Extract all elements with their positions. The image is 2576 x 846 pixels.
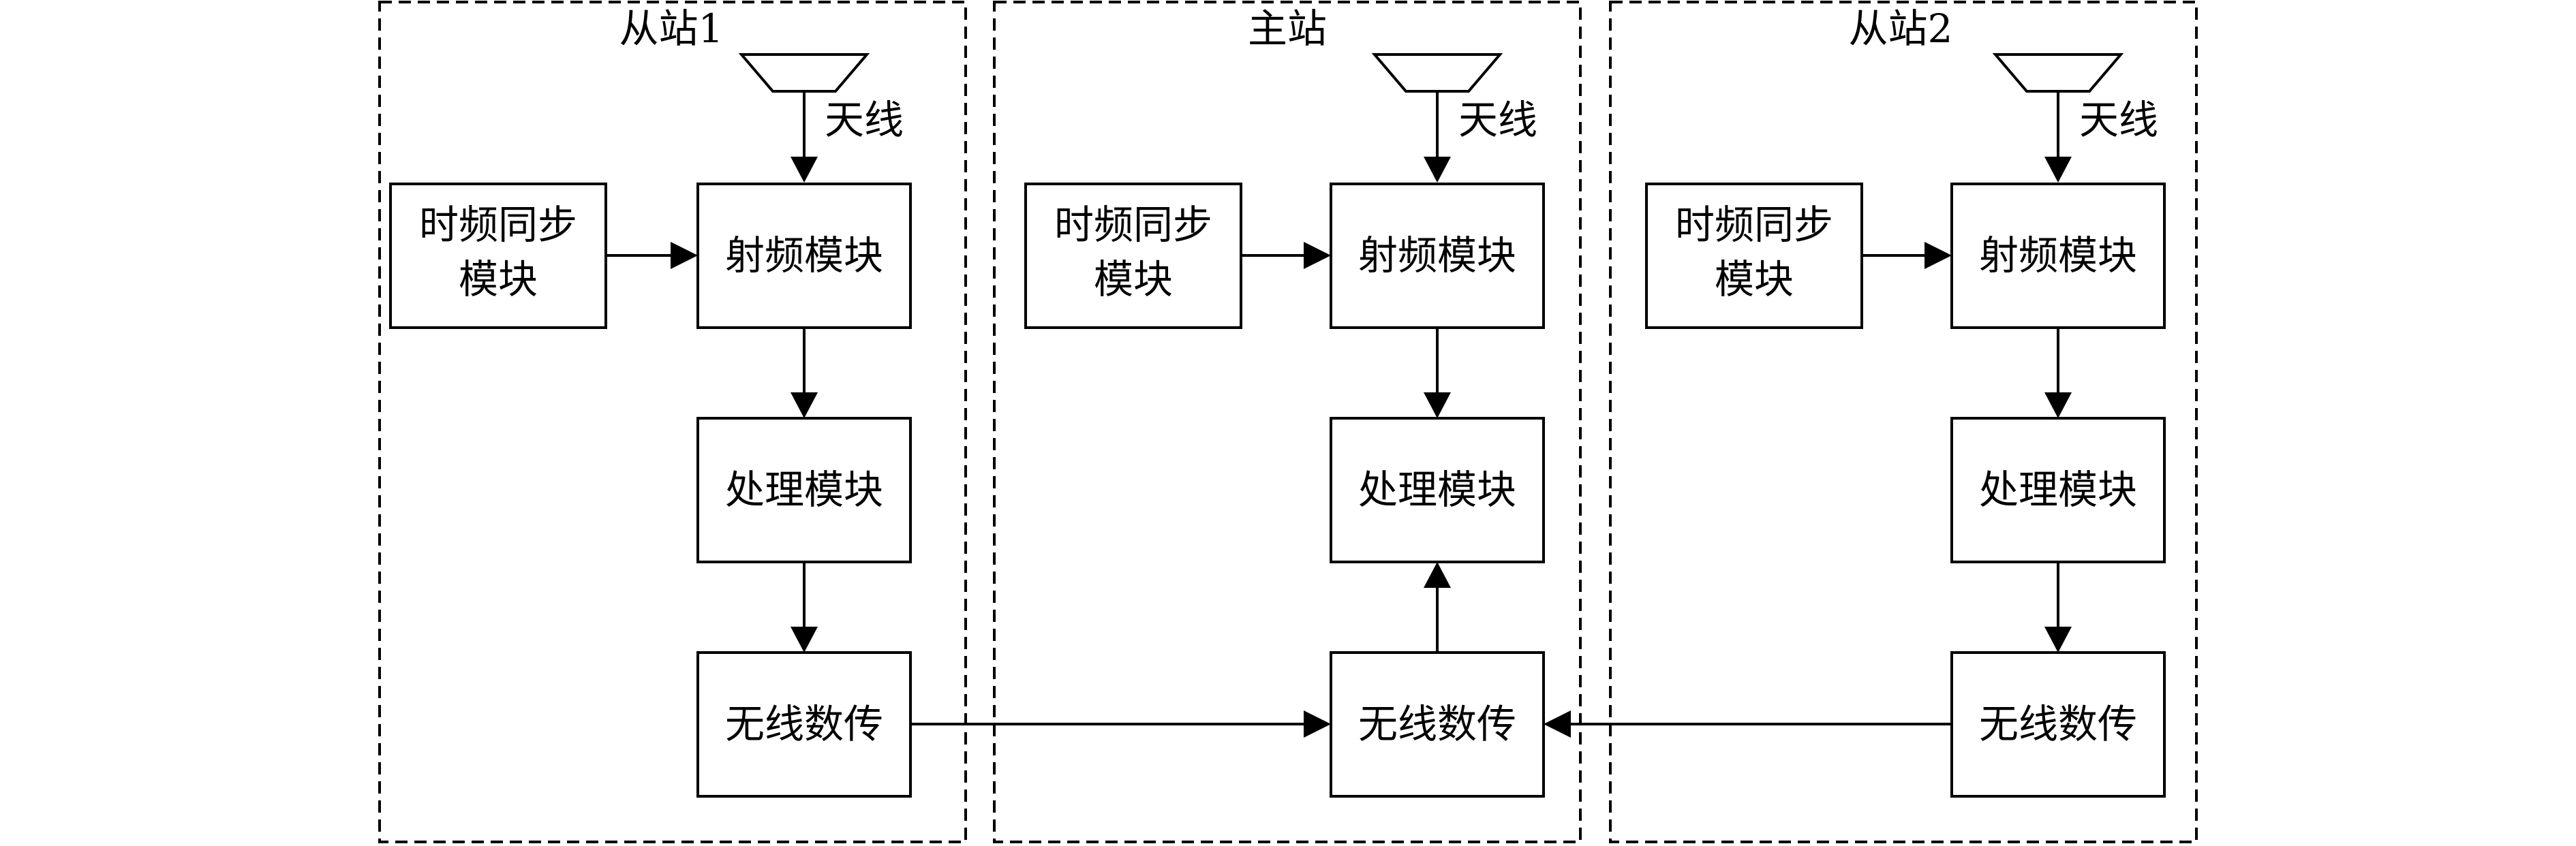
slave-station-1-sync-module-line2: 模块 <box>459 256 538 302</box>
master-station-sync-to-rf-arrowhead <box>1304 242 1331 269</box>
slave-station-2: 时频同步 模块 射频模块 处理模块 无线数传 <box>1645 183 2166 798</box>
slave-station-2-sync-module-line2: 模块 <box>1715 256 1794 302</box>
slave-station-1-wireless-module-label: 无线数传 <box>725 701 883 747</box>
master-station-rf-module-label: 射频模块 <box>1358 232 1516 279</box>
slave-station-2-frame <box>1609 1 2198 843</box>
slave-station-1: 时频同步 模块 射频模块 处理模块 无线数传 <box>389 183 912 798</box>
slave-station-2-rf-module-label: 射频模块 <box>1979 232 2137 279</box>
slave-station-2-title: 从站2 <box>1849 5 1953 52</box>
slave-station-2-wireless-module <box>1950 651 2166 798</box>
master-station-rf-module <box>1330 183 1545 329</box>
slave-2-to-master-wireless-arrowhead <box>1544 710 1571 738</box>
slave-station-1-antenna-arrowhead <box>791 157 818 183</box>
slave-station-2-processing-module <box>1950 417 2166 563</box>
slave-station-2-processing-module-label: 处理模块 <box>1979 467 2137 513</box>
master-station-title: 主站 <box>1248 5 1327 52</box>
master-station-wireless-to-processing-arrowhead <box>1424 562 1451 588</box>
slave-station-1-sync-module <box>389 183 607 329</box>
master-station-processing-module-label: 处理模块 <box>1358 467 1516 513</box>
slave-station-1-sync-module-line1: 时频同步 <box>419 202 577 248</box>
slave-station-2-rf-to-processing-arrowhead <box>2044 392 2072 418</box>
master-station-sync-module-line2: 模块 <box>1094 256 1173 302</box>
slave-station-1-processing-to-wireless-arrowhead <box>791 627 818 653</box>
slave-station-1-sync-to-rf-arrowhead <box>671 242 698 269</box>
master-station-sync-module-line1: 时频同步 <box>1054 202 1212 248</box>
slave-station-1-rf-to-processing-arrowhead <box>791 392 818 418</box>
master-station-antenna-arrowhead <box>1424 157 1451 183</box>
slave-station-2-rf-module <box>1950 183 2166 329</box>
master-station-rf-to-processing-arrowhead <box>1424 392 1451 418</box>
master-station-wireless-module <box>1330 651 1545 798</box>
slave-station-2-antenna-label: 天线 <box>2079 97 2158 143</box>
slave-station-2-antenna-icon <box>1992 53 2124 93</box>
slave-station-2-processing-to-wireless-arrowhead <box>2044 627 2072 653</box>
master-station-wireless-module-label: 无线数传 <box>1358 701 1516 747</box>
slave-station-1-rf-module <box>696 183 912 329</box>
master-station-antenna-label: 天线 <box>1458 97 1537 143</box>
master-station-sync-module <box>1024 183 1242 329</box>
slave-station-2-antenna-arrowhead <box>2044 157 2072 183</box>
slave-station-2-wireless-module-label: 无线数传 <box>1979 701 2137 747</box>
slave-station-1-title: 从站1 <box>619 5 724 52</box>
slave-station-2-sync-to-rf-arrowhead <box>1925 242 1952 269</box>
slave-station-2-sync-module-line1: 时频同步 <box>1675 202 1833 248</box>
master-station: 时频同步 模块 射频模块 处理模块 无线数传 <box>1024 183 1545 798</box>
slave-station-1-antenna-label: 天线 <box>825 97 904 143</box>
master-station-antenna-icon <box>1371 53 1503 93</box>
slave-station-1-processing-module <box>696 417 912 563</box>
slave-1-to-master-wireless-arrowhead <box>1304 710 1331 738</box>
slave-station-1-processing-module-label: 处理模块 <box>725 467 883 513</box>
slave-station-2-sync-module <box>1645 183 1863 329</box>
master-station-frame <box>993 1 1582 843</box>
slave-station-1-antenna-icon <box>738 53 870 93</box>
slave-station-1-frame <box>378 1 967 843</box>
slave-station-1-rf-module-label: 射频模块 <box>725 232 883 279</box>
